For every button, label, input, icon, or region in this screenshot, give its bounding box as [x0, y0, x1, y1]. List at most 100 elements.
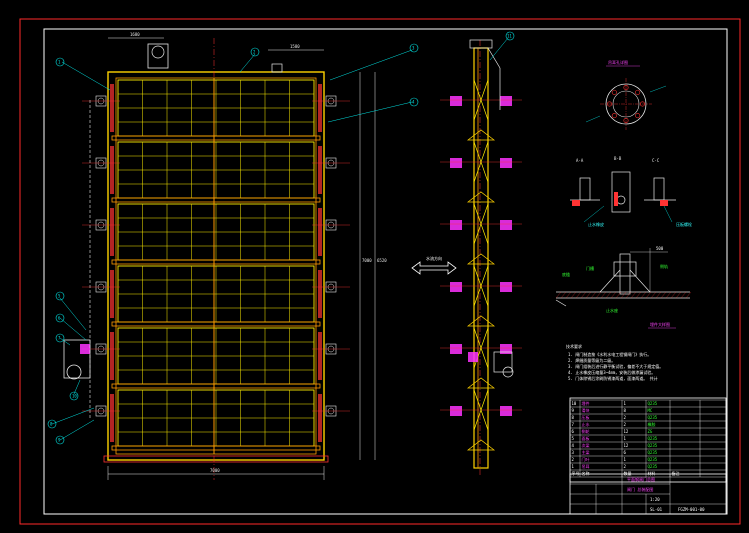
dim-top-right: 1580	[290, 44, 300, 49]
hatch-line	[640, 291, 647, 299]
side-roller-right	[500, 96, 512, 106]
note-line-1: 1. 闸门制造按《水利水电工程钢闸门》执行。	[568, 351, 651, 357]
part-balloon	[55, 57, 65, 67]
note-line-2: 2. 焊缝质量等级为二级。	[568, 357, 615, 363]
gate-outer-frame	[107, 71, 325, 461]
dim-top-left: 1680	[130, 32, 140, 37]
side-seal	[318, 84, 322, 132]
hatch-line	[615, 291, 622, 299]
part-balloon-label: 1	[58, 60, 61, 65]
gate-panel-group	[110, 78, 322, 454]
side-seal	[318, 394, 322, 442]
main-beam	[111, 197, 321, 203]
side-beam-group	[440, 79, 522, 451]
hatch-line	[560, 291, 567, 299]
hatch-line	[580, 291, 587, 299]
side-roller-left	[450, 406, 462, 416]
part-balloon-label: 10	[72, 394, 77, 399]
main-beam	[111, 321, 321, 327]
part-balloon	[47, 419, 57, 429]
table-cell: 2	[624, 415, 627, 420]
table-cell: 橡胶	[648, 421, 656, 427]
side-brace	[473, 141, 489, 183]
embedded-part-drawing	[555, 253, 690, 307]
outer-drawing-border	[19, 18, 741, 525]
main-beam	[111, 445, 321, 451]
side-roller-right	[500, 282, 512, 292]
side-seal	[318, 270, 322, 318]
section-a-drawing	[570, 177, 600, 206]
flow-direction-arrow	[411, 261, 457, 275]
side-seal	[318, 208, 322, 256]
left-drive-mechanism	[63, 100, 91, 420]
note-line-3: 3. 闸门组装后进行静平衡试验，偏差不大于规定值。	[568, 363, 663, 369]
dim-bottom-width: 7000	[210, 468, 220, 473]
table-cell: 1	[624, 401, 627, 406]
table-cell: 吊耳	[582, 464, 590, 469]
lug-hole	[611, 113, 617, 119]
hatch-line	[590, 291, 597, 299]
side-main-beam	[466, 439, 496, 451]
hatch-line	[595, 291, 602, 299]
lug-hole	[635, 89, 641, 95]
title-sheet: SL-01	[650, 507, 663, 512]
table-cell: 面板	[582, 435, 590, 441]
hatch-line	[675, 291, 682, 299]
part-balloon-label: 8	[50, 422, 53, 427]
part-balloon	[409, 97, 419, 107]
notes-title: 技术要求	[566, 343, 582, 349]
hatch-line	[630, 291, 637, 299]
table-cell: 5	[572, 436, 575, 441]
top-hoist-block	[147, 43, 169, 69]
table-cell: 1	[624, 436, 627, 441]
side-seal	[318, 332, 322, 380]
embedded-label-3: 底槛	[562, 271, 570, 277]
side-seal	[110, 332, 114, 380]
part-balloon	[409, 43, 419, 53]
flow-direction-label: 水流方向	[426, 255, 442, 261]
embedded-hatch	[555, 291, 692, 299]
section-c-drawing	[644, 177, 676, 206]
side-roller-left	[450, 220, 462, 230]
embedded-title: 埋件大样图	[650, 321, 670, 327]
title-drawing-no: FGZM-001-00	[678, 507, 705, 512]
table-cell: Q235	[648, 450, 658, 455]
side-roller-right	[500, 344, 512, 354]
table-cell: Q235	[648, 436, 658, 441]
table-cell: Q235	[648, 457, 658, 462]
bottom-sill	[103, 455, 329, 463]
detail-drawings: 吊耳孔详图 A-A B-B C-C 止水橡皮 压板螺栓	[555, 59, 692, 329]
side-roller-right	[500, 406, 512, 416]
table-cell: 1	[624, 457, 627, 462]
table-cell: 滑块	[582, 407, 590, 413]
table-cell: Q235	[648, 464, 658, 469]
table-cell: 8	[624, 408, 627, 413]
table-cell: 12	[624, 429, 629, 434]
part-balloon	[250, 47, 260, 57]
part-balloon	[55, 333, 65, 343]
section-b-drawing	[611, 171, 631, 213]
title-drawing-name: 闸门 总装配图	[627, 486, 653, 492]
embedded-label-1: 门槽	[586, 265, 594, 271]
part-balloon-label: 2	[253, 50, 256, 55]
seal-note-right: 压板螺栓	[676, 221, 692, 227]
main-beam	[111, 259, 321, 265]
part-balloon-label: 9	[58, 438, 61, 443]
side-brace	[473, 265, 489, 307]
hatch-line	[575, 291, 582, 299]
hatch-line	[660, 291, 667, 299]
table-cell: Q235	[648, 443, 658, 448]
front-dimensions	[107, 37, 376, 480]
title-block: 平面钢闸门总图 闸门 总装配图 1:20 SL-01 FGZM-001-00	[569, 473, 727, 515]
table-cell: 7	[572, 422, 575, 427]
side-top-hoist	[469, 39, 501, 110]
side-brace	[473, 79, 489, 121]
hatch-line	[625, 291, 632, 299]
side-roller-right	[500, 220, 512, 230]
table-cell: Q235	[648, 401, 658, 406]
table-cell: 2	[624, 422, 627, 427]
side-brace	[473, 389, 489, 431]
main-beam	[111, 383, 321, 389]
table-cell: 10	[572, 401, 577, 406]
